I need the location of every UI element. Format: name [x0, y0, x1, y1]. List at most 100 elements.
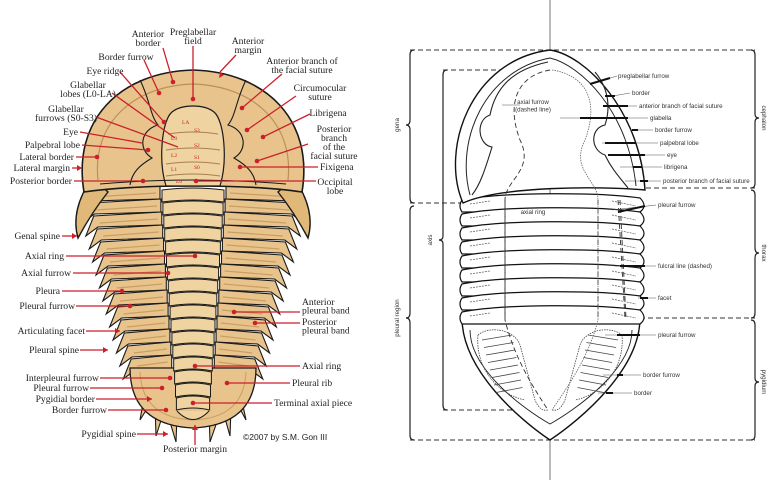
pygidial-rib [583, 357, 613, 363]
axial-ring [173, 356, 213, 372]
pygidial-rib [487, 357, 517, 363]
pleural-segment [91, 237, 165, 264]
pleural-furrow-mark [469, 298, 637, 305]
copyright-notice: ©2007 by S.M. Gon III [243, 432, 327, 442]
pleural-furrow-mark [225, 257, 277, 263]
facial-suture-left-line [471, 61, 549, 196]
cephalon-border-line [465, 57, 637, 196]
axial-ring [171, 330, 215, 346]
pleural-furrow-mark [469, 312, 637, 319]
bracket-label-pygidium: pygidium [760, 370, 767, 395]
label-posterior-branch: posterior branch of facial suture [663, 178, 750, 185]
pleural-furrow-mark [469, 284, 637, 291]
label-border: border [632, 90, 650, 97]
pleural-segment [218, 289, 282, 316]
axial-ring [170, 317, 216, 333]
label-axial-ring: axial ring [521, 209, 546, 216]
left-trilobite-illustration [75, 69, 311, 443]
glabella-mark: LA [182, 120, 189, 126]
pleural-furrow-mark [103, 231, 159, 237]
label-pygidial-border: Pygidial border [36, 394, 96, 405]
pygidial-pleural-furrows [481, 334, 619, 393]
label-pleural-spine: Pleural spine [29, 345, 79, 356]
pleural-furrow-mark [218, 361, 249, 367]
pleural-furrow-mark [229, 205, 290, 211]
axial-ring [162, 200, 224, 216]
pygidial-rib [481, 334, 513, 341]
pleural-segment [94, 250, 166, 277]
axial-furrow-dashed [504, 69, 551, 411]
glabella-mark: S3 [194, 128, 200, 134]
pleural-segment [104, 289, 168, 316]
glabella-mark: S2 [194, 143, 200, 149]
label-articulating-facet: Articulating facet [18, 326, 86, 337]
pleural-segment [219, 276, 285, 303]
pygidial-pleural-field-left [477, 329, 549, 411]
label-eye-ridge: Eye ridge [86, 66, 123, 77]
thorax-pleurae [77, 185, 309, 381]
label-pleural-furrow: Pleural furrow [19, 301, 75, 312]
pygidial-rib [491, 372, 520, 378]
axial-rings [161, 187, 225, 420]
glabella-mark: L2 [171, 153, 177, 159]
pleural-segment [101, 276, 167, 303]
bracket-label-thorax: thorax [760, 244, 767, 262]
bracket-label-gena: gena [394, 118, 401, 132]
pleural-segment [220, 263, 288, 290]
label-axial-furrow: Axial furrow [21, 268, 71, 279]
pleural-furrow-mark [223, 283, 270, 289]
bracket-label-cephalon: cephalon [760, 105, 767, 131]
pleural-segment [121, 354, 173, 381]
label-border-furrow: border furrow [655, 127, 692, 134]
axial-ring [175, 382, 211, 398]
pleural-segment [111, 315, 170, 342]
axial-ring [165, 239, 221, 255]
thoracic-segments [459, 193, 645, 325]
pleural-furrow-mark [222, 296, 266, 302]
genal-spine-left [75, 176, 109, 240]
label-fixigena: Fixigena [320, 162, 354, 173]
label-pleural-furrow: pleural furrow [658, 202, 696, 209]
pygidial-rib [578, 379, 607, 386]
label-pleural-furrow-2: pleural furrow [658, 332, 696, 339]
axial-ring [164, 226, 222, 242]
axial-furrow-thorax [504, 199, 627, 320]
axial-ring [163, 213, 223, 229]
thoracic-segment [459, 305, 645, 325]
right-trilobite-line-drawing [405, 0, 760, 480]
label-pleura: Pleura [35, 286, 60, 297]
fulcral-line [617, 199, 626, 319]
label-pygidial-spine: Pygidial spine [81, 429, 136, 440]
pleural-furrow-mark [227, 231, 283, 237]
glabella-dotted-right [551, 69, 599, 411]
leader-dots [72, 72, 266, 437]
label-axial-ring-2: Axial ring [302, 361, 341, 372]
label-librigena: Librigena [309, 108, 347, 119]
pleural-segment [215, 328, 271, 355]
label-eye: Eye [63, 127, 78, 138]
glabella-mark: L1 [171, 167, 177, 173]
facial-suture-right [227, 79, 257, 186]
pleural-furrow-mark [220, 335, 256, 341]
pygidial-rib [586, 342, 617, 348]
genal-spine-right [277, 176, 311, 240]
pleural-segment [222, 224, 299, 251]
label-anterior-branch: anterior branch of facial suture [639, 103, 723, 110]
pleural-furrow-mark [469, 228, 637, 235]
pleural-furrow-mark [133, 348, 167, 354]
pygidial-pleural-field-right [551, 329, 623, 411]
pleural-furrow-mark [228, 218, 287, 224]
facial-suture-right-line [593, 71, 629, 189]
label-glabella: glabella [650, 115, 672, 122]
axial-ring [161, 187, 225, 203]
bracket-label-axis: axis [427, 234, 434, 245]
